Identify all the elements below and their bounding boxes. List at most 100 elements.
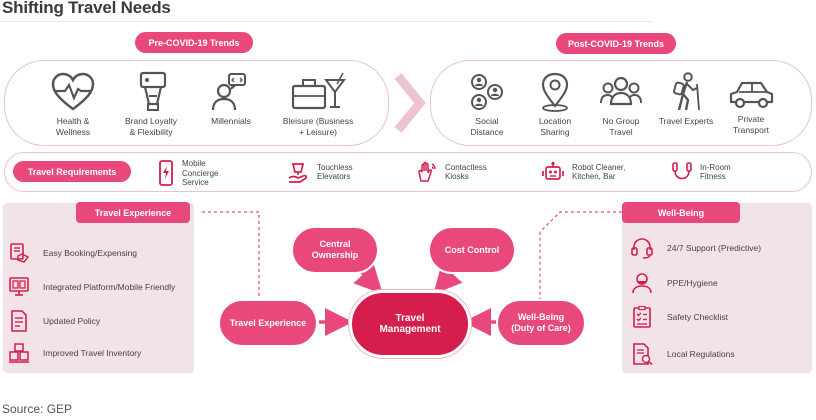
millennial-person-icon xyxy=(211,73,246,111)
trend-label-line: Social xyxy=(475,116,499,126)
pre-covid-label: Pre-COVID-19 Trends xyxy=(135,32,253,53)
experience-item-label: Updated Policy xyxy=(43,316,101,326)
node-label: Cost Control xyxy=(444,244,500,255)
node-wellbeing-duty: Well-Being (Duty of Care) xyxy=(496,299,586,347)
req-label-line: Contactless xyxy=(445,162,487,172)
checklist-icon xyxy=(633,306,651,328)
trend-label-line: Bleisure (Business xyxy=(282,116,354,126)
trend-no-group-travel: No Group Travel xyxy=(584,74,658,138)
wellbeing-panel xyxy=(622,203,812,373)
node-cost-control: Cost Control xyxy=(428,226,516,274)
node-label-line: Well-Being xyxy=(517,312,565,322)
node-label-line: Central xyxy=(319,239,351,249)
wellbeing-item-label: Safety Checklist xyxy=(667,312,728,322)
touchless-hand-icon xyxy=(288,163,308,183)
trend-millennials: Millennials xyxy=(188,72,274,127)
node-label-line: Management xyxy=(379,324,441,335)
trend-label-line: Sharing xyxy=(540,127,570,137)
post-covid-label: Post-COVID-19 Trends xyxy=(556,33,676,54)
wellbeing-item-support: 24/7 Support (Predictive) xyxy=(631,237,761,259)
trend-label-line: Travel xyxy=(609,127,633,137)
inventory-boxes-icon xyxy=(9,343,29,363)
trend-label-line: No Group xyxy=(602,116,640,126)
node-label-line: Travel xyxy=(395,313,425,324)
title-divider xyxy=(0,21,652,22)
chevron-right-icon xyxy=(394,73,426,133)
experience-item-booking: Easy Booking/Expensing xyxy=(9,243,137,263)
req-label-line: Touchless xyxy=(317,162,353,172)
experience-item-label: Improved Travel Inventory xyxy=(43,348,142,358)
travel-experience-label: Travel Experience xyxy=(76,202,190,223)
social-distance-icon xyxy=(471,74,503,110)
travel-experience-panel xyxy=(3,203,194,373)
req-label-line: Elevators xyxy=(317,172,351,181)
booking-icon xyxy=(10,243,29,263)
tag-icon xyxy=(139,71,167,111)
req-label-line: Service xyxy=(182,178,209,187)
trend-label-line: Transport xyxy=(732,125,770,135)
trend-label-line: Wellness xyxy=(55,127,91,137)
source-note: Source: GEP xyxy=(2,402,73,416)
heart-pulse-icon xyxy=(51,72,95,111)
mobile-phone-icon xyxy=(159,160,173,187)
req-label-line: Fitness xyxy=(700,172,726,181)
req-label-line: Robot Cleaner, xyxy=(572,162,626,172)
contactless-hand-icon xyxy=(418,161,436,182)
req-label-line: In-Room xyxy=(700,162,731,172)
trend-brand-loyalty: Brand Loyalty & Flexibility xyxy=(108,70,194,138)
wellbeing-item-ppe: PPE/Hygiene xyxy=(631,272,718,294)
trend-label-line: + Leisure) xyxy=(298,127,338,137)
trend-bleisure: Bleisure (Business + Leisure) xyxy=(270,70,366,138)
trend-label-line: Travel Experts xyxy=(658,116,714,126)
req-robot: Robot Cleaner,Kitchen, Bar xyxy=(542,161,625,183)
location-pin-icon xyxy=(541,72,569,112)
node-label: Travel Experience xyxy=(229,317,307,328)
req-label-line: Concierge xyxy=(182,168,219,178)
wellbeing-item-label: 24/7 Support (Predictive) xyxy=(667,243,762,253)
wellbeing-item-label: Local Regulations xyxy=(667,349,735,359)
policy-document-icon xyxy=(11,310,27,332)
node-travel-experience: Travel Experience xyxy=(218,299,318,347)
fitness-rope-icon xyxy=(672,162,692,180)
trend-label-line: Location xyxy=(538,116,572,126)
wellbeing-item-local-regulations: Local Regulations xyxy=(631,343,735,365)
trend-label-line: & Flexibility xyxy=(129,127,173,137)
robot-icon xyxy=(542,161,564,180)
req-label-line: Kitchen, Bar xyxy=(572,172,616,181)
trend-label-line: Millennials xyxy=(211,116,251,126)
group-icon xyxy=(600,76,642,106)
experience-item-label: Easy Booking/Expensing xyxy=(43,248,138,258)
briefcase-cocktail-icon xyxy=(291,72,346,110)
req-label-line: Kiosks xyxy=(445,172,469,181)
wellbeing-label: Well-Being xyxy=(622,202,740,223)
experience-item-updated-policy: Updated Policy xyxy=(9,310,100,332)
trend-label-line: Health & xyxy=(56,116,90,126)
req-label-line: Mobile xyxy=(182,159,206,168)
trend-social-distance: Social Distance xyxy=(450,72,524,138)
node-label-line: (Duty of Care) xyxy=(511,323,571,333)
travel-requirements-label: Travel Requirements xyxy=(13,161,131,182)
trend-label-line: Brand Loyalty xyxy=(125,116,177,126)
experience-item-label: Integrated Platform/Mobile Friendly xyxy=(43,282,176,292)
experience-item-inventory: Improved Travel Inventory xyxy=(9,343,141,363)
node-label-line: Ownership xyxy=(311,250,359,260)
headset-icon xyxy=(631,238,653,259)
hiker-icon xyxy=(673,72,700,111)
regulations-document-icon xyxy=(633,343,653,365)
trend-health-wellness: Health & Wellness xyxy=(30,72,116,138)
ppe-mask-icon xyxy=(632,273,652,294)
trend-travel-experts: Travel Experts xyxy=(648,72,724,127)
integrated-platform-icon xyxy=(9,277,29,296)
wellbeing-item-label: PPE/Hygiene xyxy=(667,278,718,288)
node-central-ownership: Central Ownership xyxy=(291,226,379,274)
trend-private-transport: Private Transport xyxy=(712,78,790,136)
travel-requirements-panel xyxy=(4,152,812,192)
experience-item-integrated-platform: Integrated Platform/Mobile Friendly xyxy=(9,277,175,297)
wellbeing-item-safety-checklist: Safety Checklist xyxy=(631,306,728,328)
node-travel-management: Travel Management xyxy=(349,290,471,358)
